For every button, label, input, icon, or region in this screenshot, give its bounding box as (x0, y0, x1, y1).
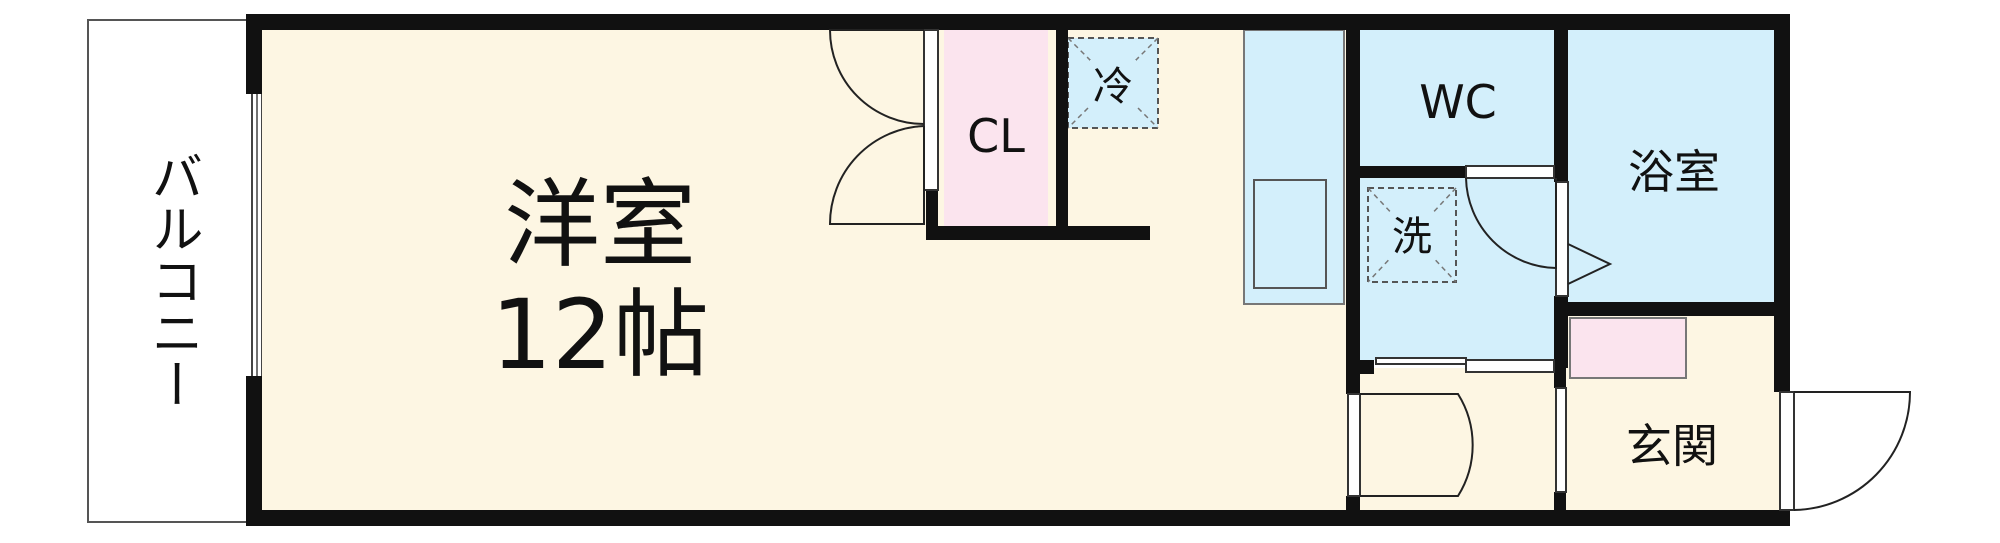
wc-label: WC (1419, 75, 1497, 129)
hall-floor (1360, 368, 1558, 510)
washer-space (1367, 187, 1457, 283)
washer-label: 洗 (1392, 214, 1432, 260)
wc-floor (1360, 30, 1556, 170)
balcony-area (87, 19, 254, 523)
balcony-label: バルコニー (142, 150, 202, 410)
fridge-label: 冷 (1093, 64, 1133, 110)
bathroom-floor (1568, 30, 1780, 302)
western-room-floor (262, 30, 1352, 510)
western-room-name: 洋室 (504, 169, 696, 281)
western-room-size: 12帖 (491, 279, 709, 391)
walls (246, 14, 1790, 526)
shoe-cabinet (1569, 317, 1687, 379)
closet-label: CL (967, 109, 1025, 163)
door-swings (828, 29, 1912, 511)
balcony-window (251, 91, 263, 379)
entrance-label: 玄関 (1626, 419, 1718, 473)
closet-floor (944, 30, 1048, 228)
kitchen-sink (1253, 179, 1327, 289)
bathroom-label: 浴室 (1628, 145, 1720, 199)
